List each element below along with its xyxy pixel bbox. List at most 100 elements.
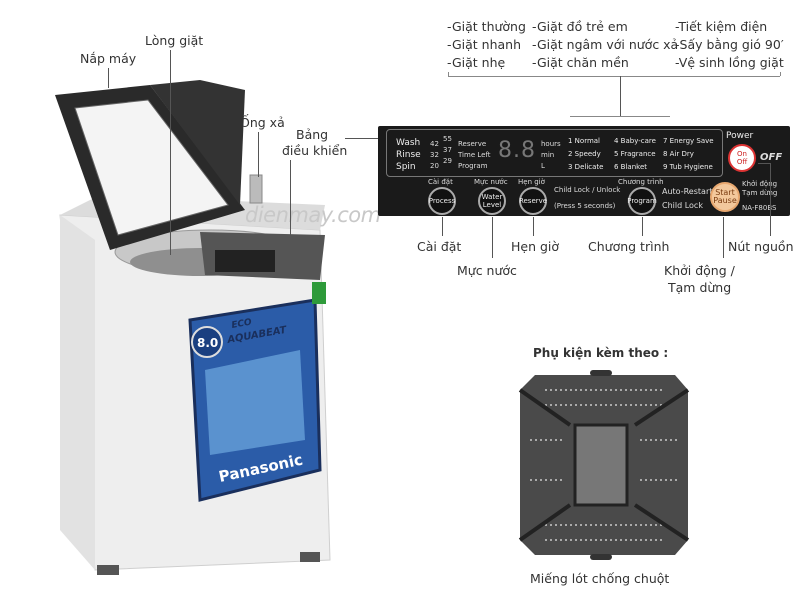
feature-item: -Tiết kiệm điện	[675, 19, 768, 34]
pause-hint: Tạm dừng	[742, 189, 778, 197]
feature-column-2: -Giặt đồ trẻ em -Giặt ngâm với nước xả -…	[532, 18, 678, 72]
bracket-line	[780, 72, 781, 76]
water-level-29: 29	[443, 157, 452, 165]
label-drum: Lòng giặt	[145, 33, 204, 48]
callout-line	[533, 217, 534, 236]
water-hint: Mực nước	[474, 178, 508, 186]
label-program: Chương trình	[588, 239, 670, 254]
display-area	[386, 129, 723, 177]
start-text: Start	[715, 188, 735, 197]
process-hint: Cài đặt	[428, 178, 453, 186]
program-fragrance: 5 Fragrance	[614, 150, 656, 158]
water-level-42: 42	[430, 140, 439, 148]
unit-min: min	[541, 151, 555, 159]
label-time-left: Time Left	[458, 151, 491, 159]
label-start-line2: Tạm dừng	[668, 280, 732, 295]
water-level-55: 55	[443, 135, 452, 143]
program-normal: 1 Normal	[568, 137, 601, 145]
bracket-line	[448, 76, 780, 77]
feature-column-3: -Tiết kiệm điện -Sấy bằng gió 90′ -Vệ si…	[675, 18, 784, 72]
label-panel-line1: Bảng	[296, 127, 329, 142]
model-number: NA-F80BS	[742, 204, 777, 212]
callout-line	[492, 217, 493, 258]
water-level-32: 32	[430, 151, 439, 159]
power-label: Power	[726, 131, 754, 141]
label-panel-line2: điều khiển	[282, 143, 348, 158]
feature-item: -Vệ sinh lồng giặt	[675, 55, 784, 70]
callout-line	[108, 68, 109, 88]
stage-spin: Spin	[396, 162, 416, 172]
bracket-line	[620, 76, 621, 116]
child-lock-option: Child Lock	[662, 201, 703, 210]
reserve-button[interactable]: Reserve	[519, 187, 547, 215]
feature-item: -Giặt nhanh	[447, 37, 522, 52]
program-speedy: 2 Speedy	[568, 150, 601, 158]
feature-item: -Giặt đồ trẻ em	[532, 19, 628, 34]
stage-wash: Wash	[396, 138, 421, 148]
callout-line	[442, 217, 443, 236]
seven-segment-display: 8.8	[498, 138, 536, 163]
feature-item: -Giặt chăn mền	[532, 55, 629, 70]
label-start-line1: Khởi động /	[664, 263, 735, 278]
washing-machine-illustration: 8.0 ECO AQUABEAT Panasonic	[55, 80, 331, 575]
label-process: Cài đặt	[417, 239, 462, 254]
program-delicate: 3 Delicate	[568, 163, 604, 171]
unit-hours: hours	[541, 140, 561, 148]
label-reserve: Hẹn giờ	[511, 239, 560, 254]
feature-item: -Giặt thường	[447, 19, 526, 34]
auto-restart-option: Auto-Restart	[662, 187, 713, 196]
callout-line	[345, 138, 378, 139]
anti-mouse-mat-image	[518, 370, 690, 560]
pause-text: Pause	[713, 196, 737, 205]
callout-line	[758, 163, 770, 164]
water-level-20: 20	[430, 162, 439, 170]
child-lock-hint: Child Lock / Unlock	[554, 186, 621, 194]
water-text: Water	[481, 193, 503, 201]
callout-line	[170, 50, 171, 255]
feature-item: -Giặt nhẹ	[447, 55, 506, 70]
label-drain: Ống xả	[240, 115, 285, 130]
watermark: dienmay.com	[245, 203, 381, 227]
control-panel: Wash Rinse Spin 42 32 20 55 37 29 Reserv…	[378, 126, 790, 216]
water-level-37: 37	[443, 146, 452, 154]
feature-column-1: -Giặt thường -Giặt nhanh -Giặt nhẹ	[447, 18, 526, 72]
label-water-level: Mực nước	[457, 263, 517, 278]
label-program: Program	[458, 162, 488, 170]
label-lid: Nắp máy	[80, 51, 137, 66]
callout-line	[723, 217, 724, 258]
power-off-text: Off	[736, 158, 748, 166]
program-button[interactable]: Program	[627, 187, 657, 215]
feature-item: -Giặt ngâm với nước xả	[532, 37, 679, 52]
auto-off-indicator: OFF	[760, 152, 783, 163]
program-baby-care: 4 Baby-care	[614, 137, 656, 145]
callout-line	[642, 217, 643, 236]
stage-rinse: Rinse	[396, 150, 421, 160]
label-reserve: Reserve	[458, 140, 487, 148]
program-energy-save: 7 Energy Save	[663, 137, 714, 145]
callout-line	[290, 160, 291, 235]
child-lock-hint-2: (Press 5 seconds)	[554, 202, 616, 210]
feature-item: -Sấy bằng gió 90′	[675, 37, 784, 52]
reserve-hint: Hẹn giờ	[518, 178, 545, 186]
program-tub-hygiene: 9 Tub Hygiene	[663, 163, 713, 171]
bracket-line	[448, 72, 449, 76]
capacity-badge: 8.0	[197, 336, 218, 350]
label-power: Nút nguồn	[728, 239, 794, 254]
accessory-caption: Miếng lót chống chuột	[530, 571, 670, 586]
unit-liter: L	[541, 162, 545, 170]
program-air-dry: 8 Air Dry	[663, 150, 694, 158]
bracket-line	[570, 116, 670, 117]
level-text: Level	[482, 201, 502, 209]
callout-line	[258, 132, 259, 177]
program-blanket: 6 Blanket	[614, 163, 648, 171]
accessory-title: Phụ kiện kèm theo :	[533, 346, 669, 360]
series-eco: ECO	[231, 318, 253, 331]
power-on-text: On	[737, 150, 747, 158]
program-hint: Chương trình	[618, 178, 664, 186]
callout-line	[770, 163, 771, 236]
process-button[interactable]: Process	[428, 187, 456, 215]
start-hint: Khởi động	[742, 180, 778, 188]
